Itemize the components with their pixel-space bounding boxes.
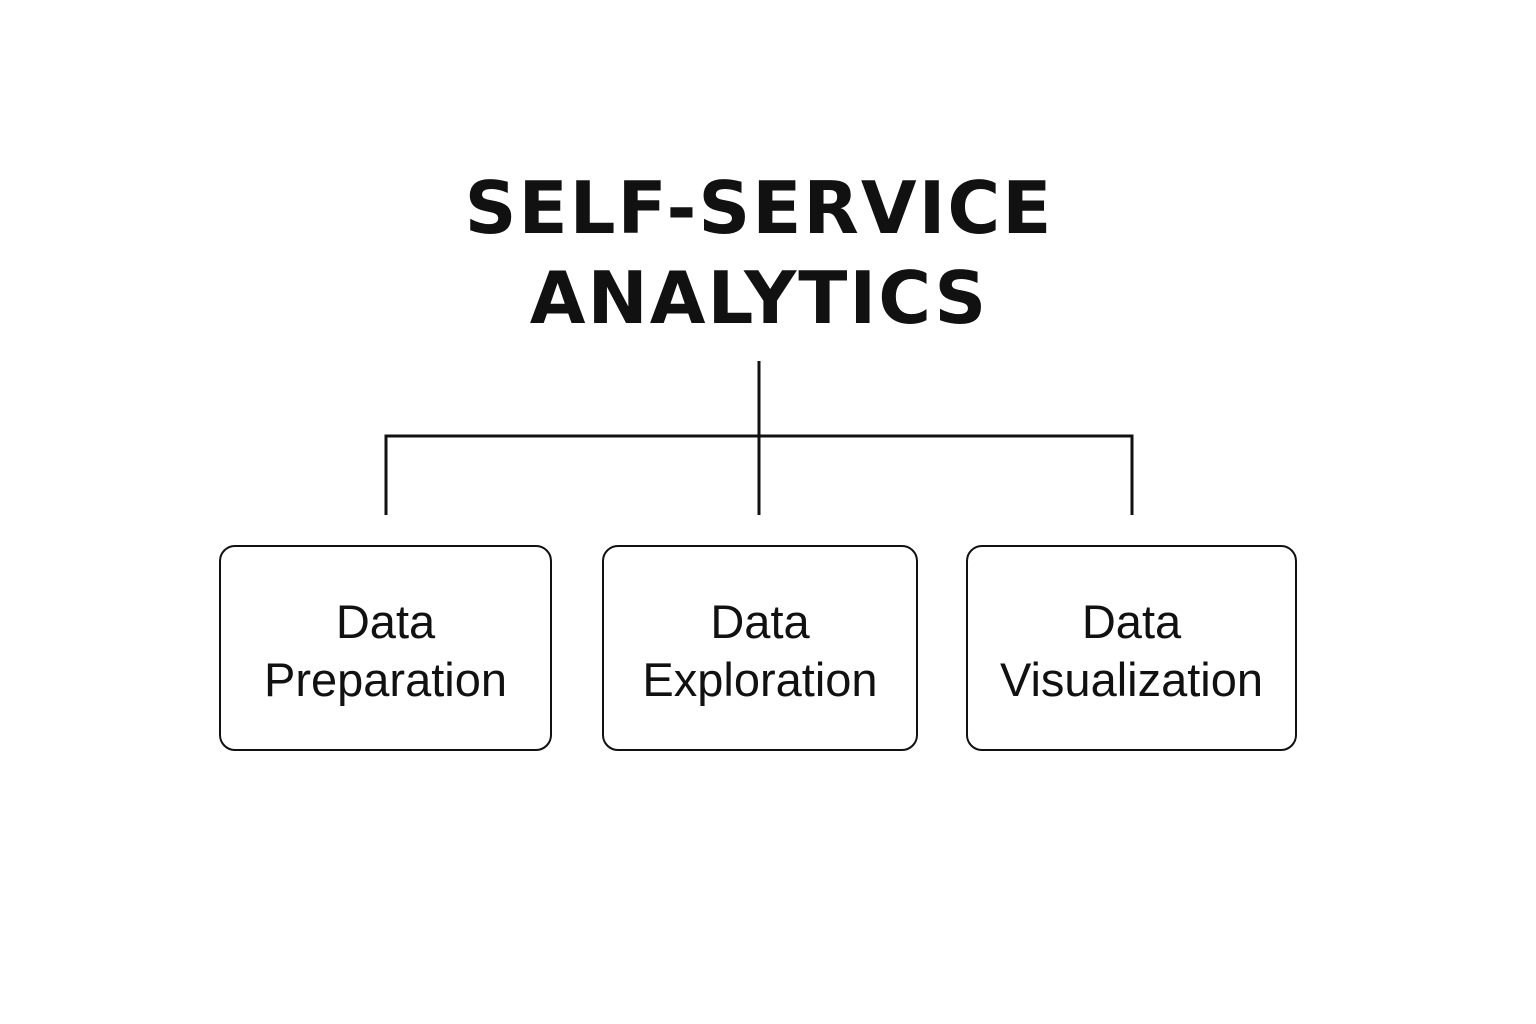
node-label-line-1: Data xyxy=(710,595,810,648)
node-label-line-2: Exploration xyxy=(642,653,878,706)
node-label-line-1: Data xyxy=(335,595,436,648)
node-label-line-2: Preparation xyxy=(264,653,507,706)
title-line-2: ANALYTICS xyxy=(529,256,989,340)
node-label-line-2: Visualization xyxy=(999,653,1264,706)
title-line-1: SELF-SERVICE xyxy=(464,166,1054,250)
node-data-exploration: Data Exploration xyxy=(602,545,918,751)
node-data-preparation: Data Preparation xyxy=(219,545,552,751)
diagram-title: SELF-SERVICE ANALYTICS xyxy=(0,163,1518,343)
node-data-visualization: Data Visualization xyxy=(966,545,1297,751)
node-label-line-1: Data xyxy=(1081,595,1182,648)
